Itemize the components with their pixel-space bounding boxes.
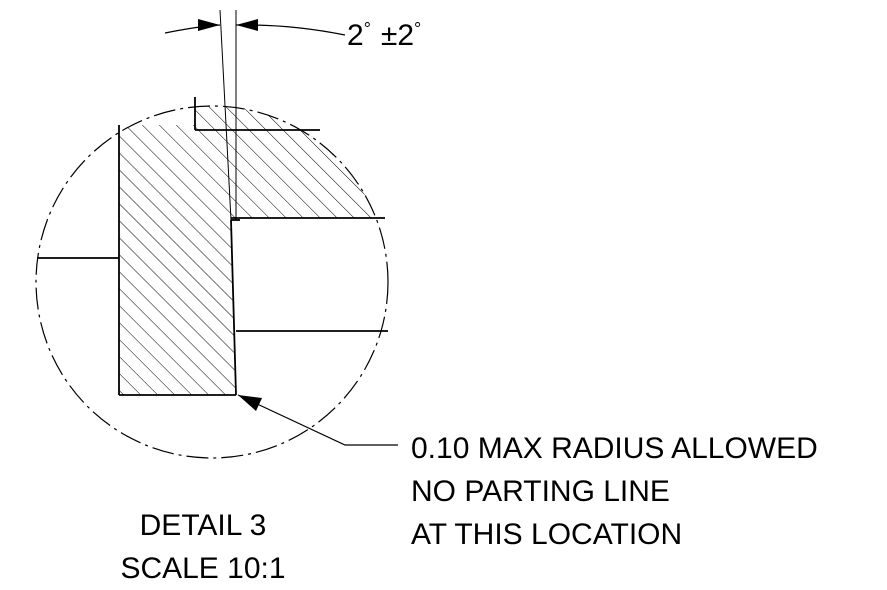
left-arrowhead — [198, 19, 220, 31]
note-line-2: NO PARTING LINE — [411, 475, 670, 508]
detail-boundary-circle — [35, 105, 389, 459]
right-arrowhead — [236, 19, 258, 31]
detail-scale: SCALE 10:1 — [120, 552, 285, 585]
part-outline — [37, 97, 388, 396]
angle-reference-lines — [219, 9, 237, 221]
detail-title: DETAIL 3 — [140, 509, 267, 542]
hatched-section — [119, 106, 388, 395]
note-line-3: AT THIS LOCATION — [411, 518, 682, 551]
note-line-1: 0.10 MAX RADIUS ALLOWED — [411, 432, 818, 465]
angle-dimension — [164, 19, 346, 36]
note-leader — [237, 394, 398, 446]
angle-dimension-text: 2°±2° — [347, 19, 421, 52]
leader-arrowhead — [238, 395, 262, 411]
